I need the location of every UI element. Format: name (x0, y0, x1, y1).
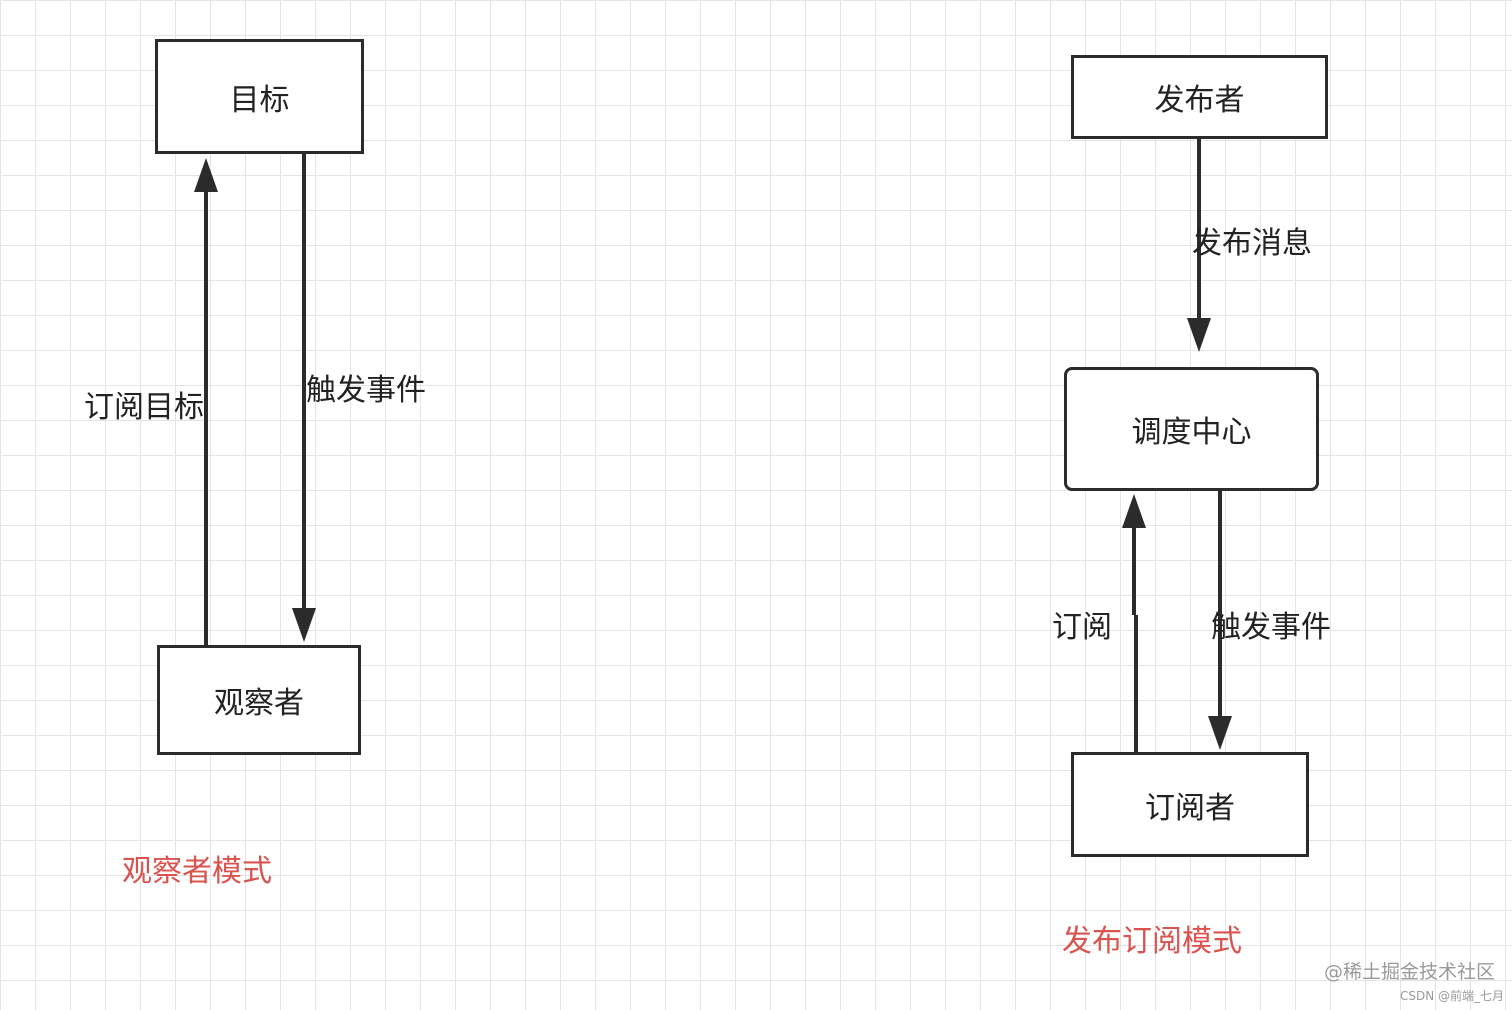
edge-label-subscribe: 订阅 (1052, 610, 1112, 645)
arrowhead-down-subscriber (1208, 716, 1232, 750)
edge-label-trigger-event-pubsub: 触发事件 (1211, 610, 1331, 645)
target-label: 目标 (229, 82, 290, 118)
observer-label: 观察者 (214, 686, 304, 721)
arrowhead-up-target (194, 158, 218, 192)
publisher-label: 发布者 (1154, 83, 1245, 118)
arrowhead-down-dispatch (1187, 318, 1211, 352)
edge-label-subscribe-target: 订阅目标 (84, 390, 204, 425)
edge-label-publish-message: 发布消息 (1192, 226, 1312, 261)
watermark-csdn: CSDN @前端_七月 (1400, 989, 1505, 1003)
arrowhead-up-dispatch (1122, 494, 1146, 528)
watermark-juejin: @稀土掘金技术社区 (1324, 961, 1496, 983)
observer-pattern-caption: 观察者模式 (122, 854, 272, 889)
pubsub-pattern-caption: 发布订阅模式 (1062, 924, 1242, 959)
edge-label-trigger-event: 触发事件 (306, 373, 426, 408)
subscriber-box: 订阅者 (1071, 752, 1309, 857)
subscriber-label: 订阅者 (1145, 790, 1235, 826)
target-box: 目标 (155, 39, 364, 154)
dispatch-center-label: 调度中心 (1131, 415, 1252, 450)
dispatch-center-box: 调度中心 (1064, 367, 1319, 491)
observer-box: 观察者 (157, 645, 361, 755)
publisher-box: 发布者 (1071, 55, 1328, 139)
arrowhead-down-observer (292, 608, 316, 642)
